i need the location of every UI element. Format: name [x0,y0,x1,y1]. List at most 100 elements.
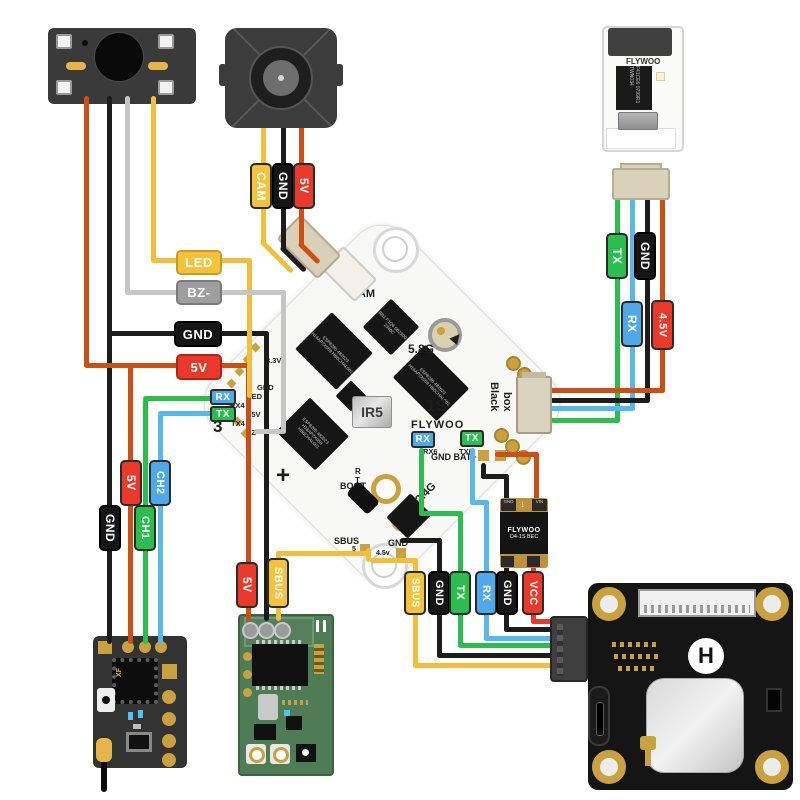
buzzer-pad-2 [148,62,168,70]
fc-t-label: T [355,476,360,485]
rxl-pad-right-sq [162,664,177,679]
tag-rm-gnd: GND [634,232,656,280]
rx-module-shield [618,112,658,130]
wire-rm-tx-v [615,197,620,423]
o4-ribbon-connector [638,589,756,617]
tag-bz: BZ- [176,280,222,305]
fc-pad-5v: +5V [247,410,261,419]
wire-sbusrx-h [276,551,371,556]
right-harness-connector [612,168,670,200]
o4-shield [646,678,744,773]
bec-model: O4-1S BEC [509,533,539,540]
tag-fc-tx6: TX [460,430,484,447]
rxl-mark: XF [116,668,123,677]
tag-b-tx: TX [449,571,471,615]
o4-pad-grid-3 [618,666,658,671]
fc-pad-sbus: SBUS [334,536,360,546]
wire-gnd-v1 [107,96,112,644]
fc-mount-hole-top [373,227,419,273]
bec-black-center: FLYWOO O4-1S BEC [500,512,548,554]
led-white-1 [56,34,72,49]
rxl-hole-1 [162,690,176,704]
wire-rx6-v1 [419,448,424,516]
tag-5v-left: 5V [176,354,222,380]
o4-harness-connector [550,616,588,682]
rxl-pad-c1 [122,641,134,653]
wire-tx6-v2 [484,500,489,641]
wire-led-v1 [151,96,156,262]
rxl-pad-c2 [139,641,151,653]
fc-pad-gnd-bottom: GND [388,538,408,548]
fc-shield: IR5 [352,396,392,428]
rxl-hole-3 [162,734,176,748]
camera-tab-right [335,64,343,86]
tag-b-rx: RX [475,571,497,615]
rxl-bit-3 [133,724,141,729]
tag-rm-45v: 4.5V [651,300,674,350]
wire-ch2-h [158,411,235,416]
fc-58g-label: 5.8G [408,342,435,356]
rxl-pad-sq [98,641,112,654]
led-white-3 [56,80,72,95]
rxl-pad-c3 [155,641,167,653]
fc-pad-led: LED [247,392,262,401]
blackbox-connector-lip [522,372,546,378]
fc-mount-hole-top-inner [382,236,408,262]
o4-antenna-pad [640,736,656,750]
wire-bz-h2 [254,429,284,434]
tag-rxl-ch1: CH1 [134,505,156,551]
fc-pad-gndbat: GND BAT+ [431,452,477,462]
rxg-hole-2 [243,670,252,679]
rxg-chip-sm [286,716,302,730]
rxg-btn[interactable] [296,744,316,762]
rxg-comp-1 [258,694,278,720]
rx-module-plate [606,128,676,149]
fc-1s-label: 1S [426,396,447,415]
fc-pad-5: 5 [352,546,356,553]
wire-ch1-h [143,396,235,401]
right-harness-connector-lip [620,163,662,170]
o4-mount-1 [592,587,626,621]
tag-gnd-left: GND [174,321,222,347]
ufl-connector-center [437,327,445,335]
rxg-chip-pins-top [256,640,304,644]
wire-gnd-v2 [264,331,269,621]
fc-pad-45v: 4.5v [376,550,390,557]
led-white-4 [158,80,174,95]
rxg-hole-3 [243,688,252,697]
o4-usbc-port[interactable] [588,686,610,746]
wire-rm-tx-h [550,418,620,423]
buzzer-dot [82,40,88,46]
wire-gndo4-h1 [400,538,442,543]
tag-b-vcc: VCC [522,571,544,615]
o4-pad-grid-1 [612,642,658,647]
wire-rx6-h1 [419,511,463,516]
wire-led-v2 [247,258,252,398]
o4-mount-4 [755,750,789,784]
wire-beco-vcc-h [531,619,554,624]
bec-arrow-icon: ↓ [520,499,525,510]
rxl-button[interactable] [97,688,115,712]
tag-b-sbus: SBUS [404,571,426,615]
wire-5v-v1 [84,96,89,367]
o4-pad-grid-2 [614,654,660,659]
blackbox-connector [516,376,552,434]
tag-cam: CAM [250,163,272,209]
wire-sbuso4-h1 [370,558,418,563]
fc-pad-tx4: TX4 [231,419,245,428]
rx-module-connector [608,28,672,56]
wire-bz-v1 [125,96,130,294]
bec-vin-pad: VIN [532,499,547,511]
buzzer-icon [94,32,144,82]
fc-r-label: R [355,467,361,476]
wire-tx6-h1 [470,500,489,505]
camera-lens-dot [278,75,284,81]
wire-bat-h [495,452,539,457]
fc-plus-label: + [276,462,291,489]
tag-fc-rx6: RX [411,431,435,448]
rxl-bit-2 [138,710,143,718]
fc-blackbox-label-2: box [501,392,513,412]
o4-mount-3 [592,750,626,784]
o4-button[interactable] [766,688,782,712]
